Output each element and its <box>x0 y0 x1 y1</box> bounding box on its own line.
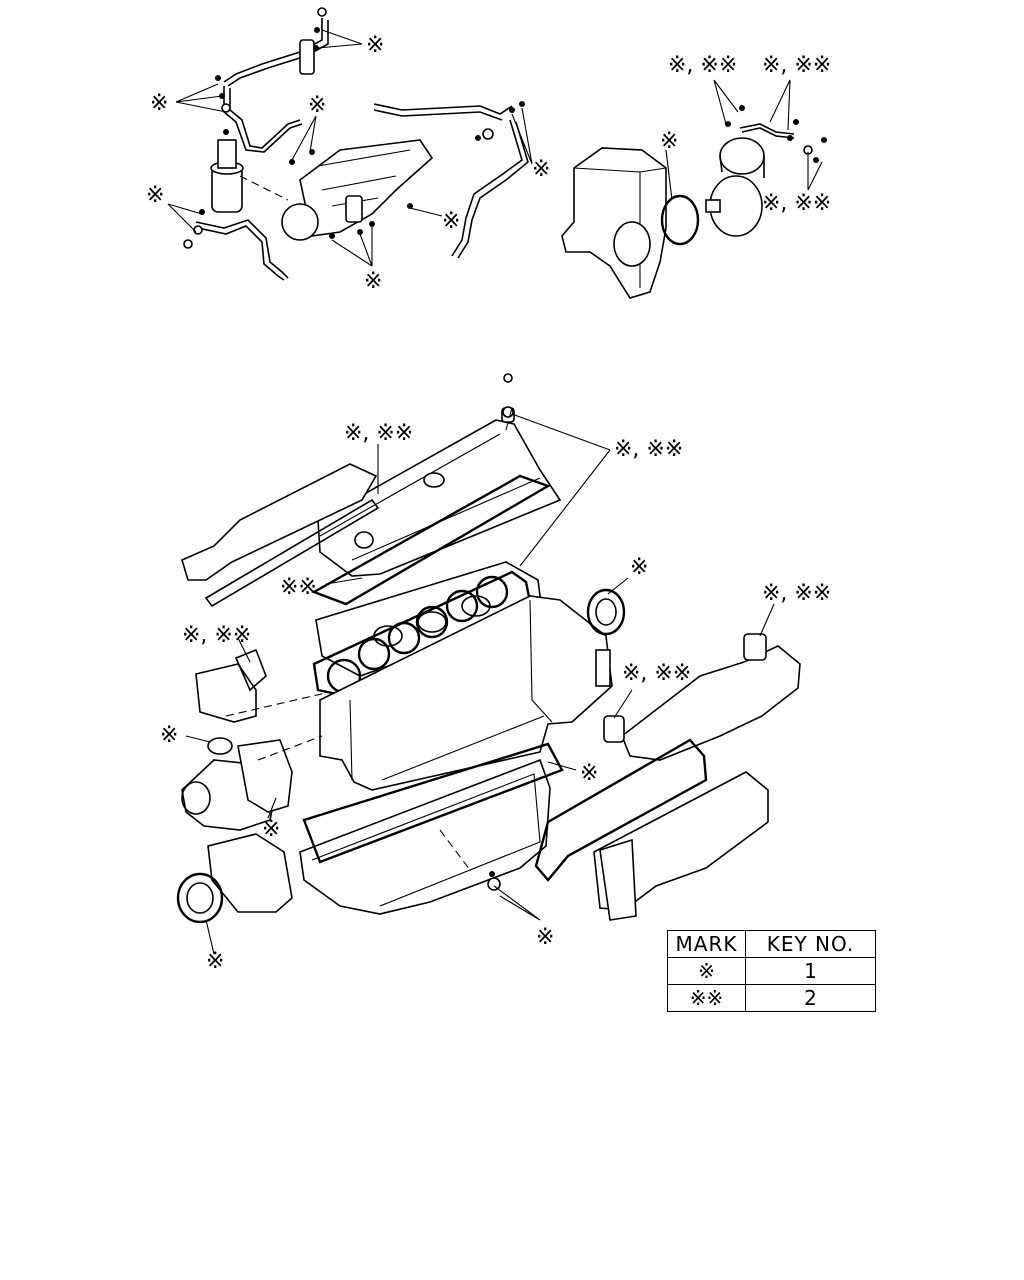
callout-label: ※ <box>366 33 384 58</box>
callout-label: ※ <box>146 183 164 208</box>
callout-label: ※ <box>262 817 280 842</box>
callout-label: ※ <box>536 925 554 950</box>
callout-label: ※ <box>580 761 598 786</box>
callout-label: ※ <box>660 129 678 154</box>
key-table-key-cell: 2 <box>745 984 876 1012</box>
callout-label: ※ <box>364 269 382 294</box>
callout-label: ※ <box>206 949 224 974</box>
key-table: MARK KEY NO. ※ 1 ※※ 2 <box>667 930 876 1012</box>
key-table-mark-cell: ※ <box>667 957 746 985</box>
key-table-header-mark: MARK <box>667 930 746 958</box>
oil-filter-illustration <box>561 79 827 299</box>
callout-label: ※※ <box>280 575 317 600</box>
key-table-mark-cell: ※※ <box>667 984 746 1012</box>
callout-label: ※, ※※ <box>182 623 251 648</box>
callout-label: ※, ※※ <box>668 53 737 78</box>
callout-label: ※ <box>532 157 550 182</box>
callout-label: ※, ※※ <box>762 53 831 78</box>
callout-label: ※, ※※ <box>762 191 831 216</box>
callout-label: ※ <box>308 93 326 118</box>
key-table-header-key: KEY NO. <box>745 930 876 958</box>
table-row: ※ 1 <box>667 957 876 985</box>
engine-block-illustration <box>176 373 801 955</box>
table-row: ※※ 2 <box>667 984 876 1012</box>
callout-label: ※, ※※ <box>344 421 413 446</box>
callout-label: ※, ※※ <box>614 437 683 462</box>
callout-label: ※, ※※ <box>622 661 691 686</box>
callout-label: ※ <box>160 723 178 748</box>
fuel-system-illustration <box>167 7 533 281</box>
callout-label: ※ <box>442 209 460 234</box>
callout-label: ※ <box>150 91 168 116</box>
key-table-key-cell: 1 <box>745 957 876 985</box>
callout-label: ※, ※※ <box>762 581 831 606</box>
callout-labels: ※ ※ ※ ※ ※ ※ ※ ※, ※※ ※, ※※ ※ ※, ※※ ※, ※※ … <box>146 33 831 974</box>
callout-label: ※ <box>630 555 648 580</box>
key-table-header-row: MARK KEY NO. <box>667 930 876 958</box>
